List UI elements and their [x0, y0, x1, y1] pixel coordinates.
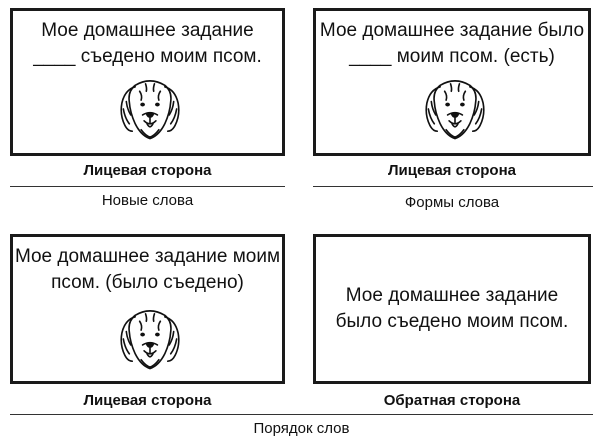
card-word-forms: Мое домашнее задание было ____ моим псом…	[313, 8, 591, 156]
caption-new-words: Новые слова	[101, 192, 194, 209]
card-back-side: Мое домашнее задание было съедено моим п…	[313, 234, 591, 384]
side-label: Лицевая сторона	[388, 162, 516, 179]
dog-head-icon	[113, 69, 187, 149]
divider	[313, 186, 593, 187]
card-text-line2: псом. (было съедено)	[51, 272, 244, 293]
divider	[10, 186, 285, 187]
card-text-line1: Мое домашнее задание было	[319, 20, 585, 41]
side-label: Лицевая сторона	[83, 162, 212, 179]
caption-word-order: Порядок слов	[253, 420, 350, 437]
card-text-line1: Мое домашнее задание	[41, 20, 254, 41]
card-new-words: Мое домашнее задание ____ съедено моим п…	[10, 8, 285, 156]
card-text-line1: Мое домашнее задание моим	[14, 246, 281, 267]
card-text-line2: было съедено моим псом.	[335, 311, 569, 332]
dog-head-icon	[113, 299, 187, 379]
card-text-line2: ____ моим псом. (есть)	[349, 46, 555, 67]
dog-head-icon	[418, 69, 492, 149]
side-label: Лицевая сторона	[83, 392, 212, 409]
side-label: Обратная сторона	[383, 392, 521, 409]
divider	[10, 414, 593, 415]
card-word-order: Мое домашнее задание моим псом. (было съ…	[10, 234, 285, 384]
card-text-line2: ____ съедено моим псом.	[33, 46, 262, 67]
caption-word-forms: Формы слова	[404, 194, 500, 211]
card-text-line1: Мое домашнее задание	[345, 285, 559, 306]
